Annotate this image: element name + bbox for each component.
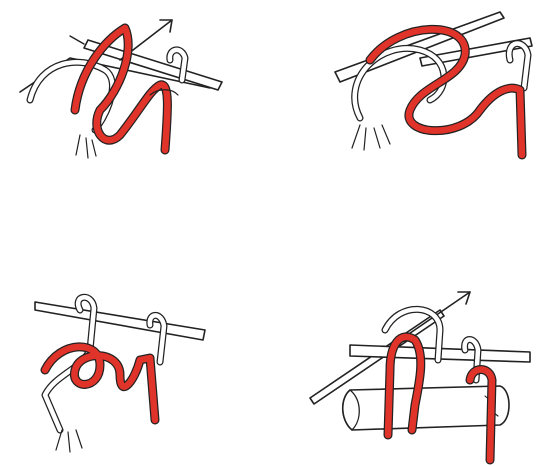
yarn-tails <box>351 124 391 151</box>
panel-step-bottom-left <box>0 270 270 466</box>
panel-step-bottom-right <box>290 270 538 466</box>
red-yarn <box>40 342 160 425</box>
panel-step-top-left <box>0 0 270 200</box>
panel-2-drawing <box>334 11 533 160</box>
panel-3-drawing <box>34 293 206 453</box>
red-yarn <box>383 332 497 465</box>
knitting-needle <box>34 301 206 341</box>
wooden-block <box>341 385 510 431</box>
yarn-tails <box>55 429 83 453</box>
yarn-tails <box>75 89 179 159</box>
panel-step-top-right <box>300 0 538 200</box>
panel-1-drawing <box>19 19 223 159</box>
red-yarn <box>365 24 527 160</box>
white-yarn <box>381 305 482 384</box>
panel-4-drawing <box>309 291 531 465</box>
